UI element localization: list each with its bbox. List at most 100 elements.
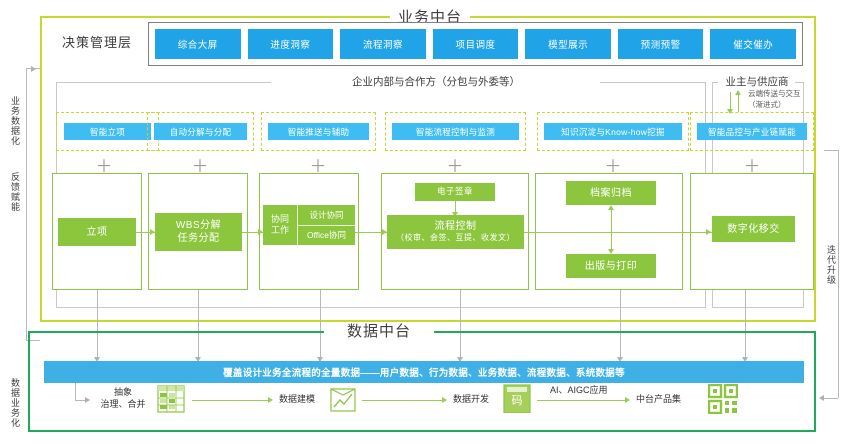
- flow-line-1-2: [362, 400, 444, 401]
- decision-button-1[interactable]: 进度洞察: [247, 29, 334, 59]
- cloud-exchange-arrows: [726, 90, 746, 114]
- data-platform-frame: [28, 331, 816, 432]
- plus-sign-5: ＋: [743, 156, 761, 176]
- stage-chip-digital-handover[interactable]: 数字化移交: [712, 216, 795, 242]
- stage-chip-publish-print[interactable]: 出版与打印: [566, 254, 656, 278]
- flow-label-1: 数据建模: [279, 394, 316, 404]
- stage-chip-collaboration[interactable]: 协同工作 设计协同 Office协同: [263, 205, 355, 245]
- stage-chip-process-control[interactable]: 流程控制 （校审、会签、互提、收发文）: [387, 215, 524, 249]
- flow-arrow-1-2: [442, 397, 447, 403]
- decision-button-0[interactable]: 综合大屏: [155, 29, 241, 59]
- qr-grid-icon: [708, 384, 738, 414]
- capability-chip-5[interactable]: 智能品控与产业链赋能: [697, 123, 807, 140]
- cloud-arrow-up-line: [738, 92, 739, 112]
- collab-separator: [297, 205, 298, 245]
- group-owner-caption-wrap: 业主与供应商: [716, 73, 798, 91]
- data-platform-title: 数据中台: [338, 323, 419, 341]
- stage-flow-arrow-3: [706, 229, 711, 235]
- plus-sign-4: ＋: [604, 156, 622, 176]
- flow-entry-hline: [75, 400, 87, 401]
- down-connector-2: [320, 290, 321, 360]
- plus-sign-0: ＋: [95, 156, 113, 176]
- flow-line-2-3: [537, 400, 627, 401]
- archive-publish-arrow-down: [608, 249, 614, 254]
- stage-chip-initiation[interactable]: 立项: [58, 218, 136, 246]
- data-platform-rule-left: [28, 331, 324, 333]
- archive-publish-line: [611, 207, 612, 253]
- stage-flow-arrow-1: [258, 229, 263, 235]
- flow-label-0-line2: 治理、合并: [100, 398, 146, 409]
- plus-sign-1: ＋: [191, 156, 209, 176]
- decision-button-6[interactable]: 催交催办: [710, 29, 797, 59]
- stage-chip-esignature[interactable]: 电子签章: [415, 183, 495, 201]
- flow-entry-arrow: [85, 397, 90, 403]
- decision-button-2[interactable]: 流程洞察: [340, 29, 426, 59]
- right-bracket-line: [838, 150, 839, 398]
- decision-layer-label: 决策管理层: [61, 34, 132, 50]
- down-arrow-2: [317, 357, 323, 362]
- decision-button-5[interactable]: 预测预警: [617, 29, 704, 59]
- data-banner: 覆盖设计业务全流程的全量数据——用户数据、行为数据、业务数据、流程数据、系统数据…: [44, 361, 804, 383]
- group-internal-caption: 企业内部与合作方（分包与外委等）: [346, 75, 526, 89]
- capability-box-1: [147, 112, 254, 151]
- down-arrow-1: [195, 357, 201, 362]
- flow-arrow-0-1: [268, 397, 273, 403]
- down-arrow-4: [617, 357, 623, 362]
- capability-chip-1[interactable]: 自动分解与分配: [154, 123, 247, 140]
- capability-chip-4[interactable]: 知识沉淀与Know-how挖掘: [544, 123, 682, 140]
- collab-left-line1: 协同: [270, 213, 289, 224]
- down-arrow-0: [94, 357, 100, 362]
- capability-box-3: [385, 112, 526, 151]
- side-label-left-bottom: 数据业务化: [10, 378, 20, 428]
- business-platform-title-wrap: 业务中台: [330, 4, 530, 28]
- flow-label-0-line1: 抽象: [113, 387, 132, 397]
- cloud-arrow-down-line: [730, 92, 731, 112]
- esignature-arrow: [452, 212, 458, 217]
- group-internal-rule-left: [56, 82, 271, 83]
- left-bracket-arrow: [31, 66, 36, 72]
- flow-label-3: 中台产品集: [636, 394, 682, 404]
- down-connector-3: [460, 290, 461, 360]
- stage-flow-line-3: [524, 232, 712, 233]
- capability-box-2: [261, 112, 376, 151]
- decision-button-4[interactable]: 模型展示: [525, 29, 611, 59]
- group-owner-caption: 业主与供应商: [719, 75, 795, 89]
- group-internal-rule-right: [600, 82, 706, 83]
- side-label-right: 迭代升级: [826, 245, 836, 285]
- cloud-exchange-note: 云端传送与交互（渐进式）: [748, 89, 801, 109]
- flow-label-2: 数据开发: [453, 394, 490, 404]
- flow-entry-line: [75, 383, 76, 400]
- group-internal-caption-wrap: 企业内部与合作方（分包与外委等）: [271, 73, 601, 91]
- esignature-connector: [455, 201, 456, 214]
- flow-arrow-2-3: [625, 397, 630, 403]
- stage-chip-wbs[interactable]: WBS分解 任务分配: [155, 213, 242, 251]
- decision-button-3[interactable]: 项目调度: [432, 29, 519, 59]
- archive-publish-arrow-up: [608, 205, 614, 210]
- flow-line-0-1: [192, 400, 270, 401]
- capability-chip-2[interactable]: 智能推送与辅助: [268, 123, 369, 140]
- down-connector-0: [97, 290, 98, 360]
- capability-chip-0[interactable]: 智能立项: [64, 123, 151, 140]
- stage-chip-archive[interactable]: 档案归档: [566, 181, 656, 205]
- svg-text:码: 码: [512, 394, 523, 407]
- decision-buttons: 综合大屏 进度洞察 流程洞察 项目调度 模型展示 预测预警 催交催办: [155, 29, 797, 59]
- code-block-icon: 码: [503, 384, 531, 413]
- collab-left-line2: 工作: [270, 225, 289, 235]
- side-label-left-top: 业务数据化: [10, 96, 20, 146]
- stage-flow-line-2: [355, 232, 387, 233]
- down-connector-1: [198, 290, 199, 360]
- capability-chip-3[interactable]: 智能流程控制与监测: [392, 123, 519, 140]
- process-control-line2: （校审、会签、互提、收发文）: [396, 233, 515, 243]
- down-arrow-5: [742, 357, 748, 362]
- stage-flow-line-0: [136, 232, 155, 233]
- data-platform-rule-right: [434, 331, 816, 333]
- group-owner-rule-left: [712, 82, 718, 83]
- collab-right-items: 设计协同 Office协同: [298, 205, 355, 245]
- cloud-arrow-up-head: [735, 90, 741, 95]
- group-owner-rule-right: [794, 82, 804, 83]
- capability-box-5: [690, 112, 814, 151]
- collab-office[interactable]: Office协同: [306, 230, 347, 241]
- right-bracket-bottom: [824, 398, 838, 399]
- collab-design[interactable]: 设计协同: [298, 205, 355, 226]
